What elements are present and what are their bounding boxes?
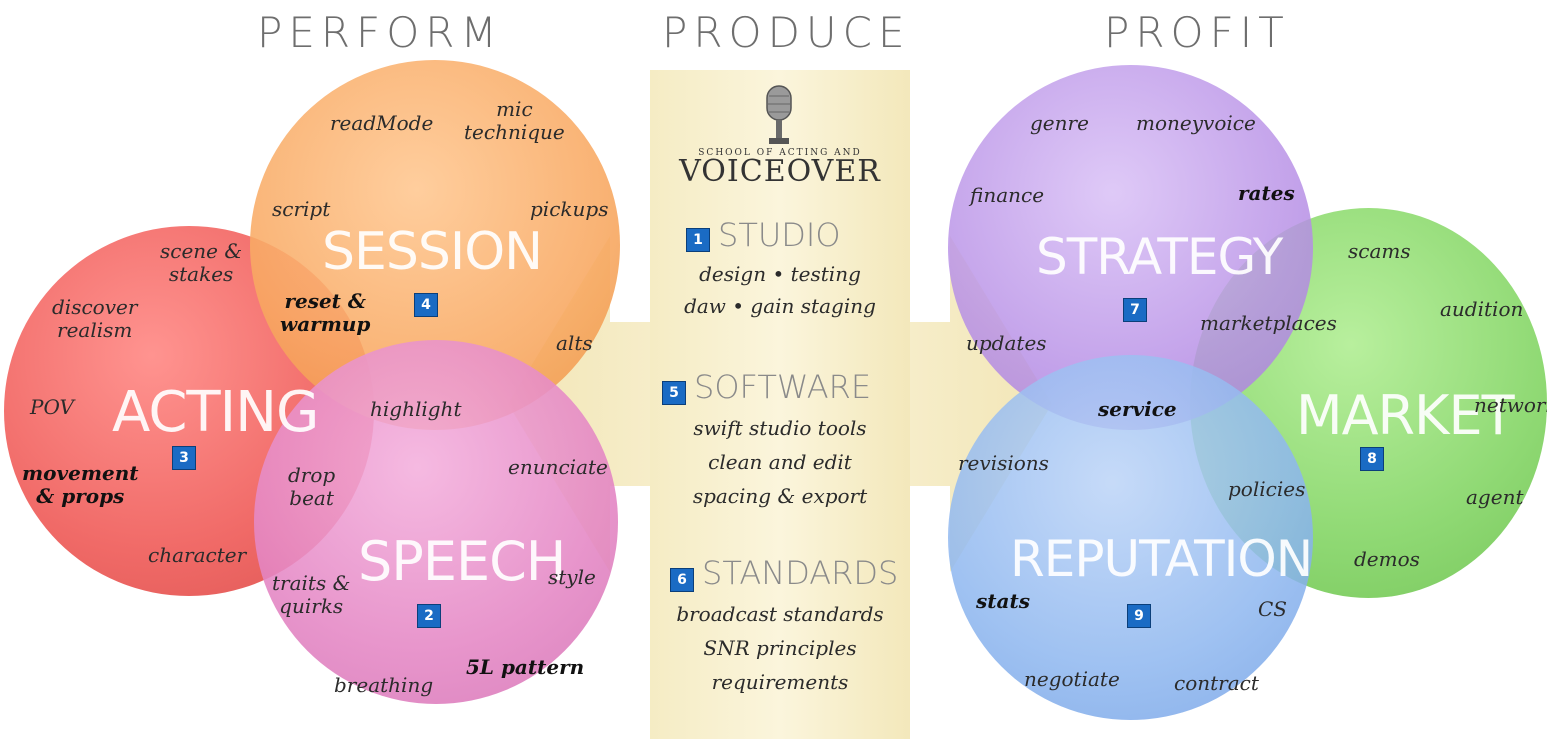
word-moneyvoice: moneyvoice — [1136, 111, 1256, 135]
badge-acting: 3 — [172, 446, 196, 470]
word-5l-pattern: 5L pattern — [466, 655, 585, 679]
word-script: script — [272, 197, 331, 221]
word-highlight: highlight — [370, 397, 462, 421]
word-pov: POV — [30, 395, 74, 419]
word-service: service — [1098, 397, 1177, 421]
badge-market: 8 — [1360, 447, 1384, 471]
header-produce: PRODUCE — [662, 8, 911, 57]
section-standards-line-3: requirements — [711, 670, 849, 694]
word-policies: policies — [1228, 477, 1306, 501]
word-pickups: pickups — [530, 197, 609, 221]
section-studio-line-2: daw • gain staging — [684, 294, 876, 318]
badge-session: 4 — [414, 293, 438, 317]
arrow-left — [508, 236, 650, 572]
badge-reputation: 9 — [1127, 604, 1151, 628]
word-alts: alts — [556, 331, 593, 355]
header-profit: PROFIT — [1104, 8, 1290, 57]
logo-subtitle: SCHOOL OF ACTING AND — [698, 148, 862, 158]
word-contract: contract — [1174, 671, 1259, 695]
word-discover-realism: discover realism — [52, 295, 138, 342]
title-acting: ACTING — [112, 380, 319, 445]
word-breathing: breathing — [334, 673, 434, 697]
produce-panel — [650, 70, 910, 739]
word-movement-props: movement & props — [22, 461, 139, 508]
word-reset-warmup: reset & warmup — [280, 289, 371, 336]
title-reputation: REPUTATION — [1010, 530, 1313, 588]
word-readmode: readMode — [330, 111, 434, 135]
section-standards-line-2: SNR principles — [703, 636, 857, 660]
word-demos: demos — [1354, 547, 1420, 571]
word-audition: audition — [1440, 297, 1524, 321]
word-style: style — [548, 565, 596, 589]
word-drop-beat: drop beat — [288, 463, 336, 510]
title-session: SESSION — [322, 222, 543, 282]
badge-standards: 6 — [670, 568, 694, 592]
word-character: character — [148, 543, 247, 567]
microphone-icon — [766, 85, 792, 144]
section-software-title: SOFTWARE — [694, 368, 872, 406]
badge-strategy: 7 — [1123, 298, 1147, 322]
word-stats: stats — [976, 589, 1030, 613]
section-standards-line-1: broadcast standards — [676, 602, 884, 626]
logo-title: VOICEOVER — [679, 154, 881, 189]
section-software-line-2: clean and edit — [708, 450, 852, 474]
word-agent: agent — [1466, 485, 1524, 509]
badge-speech: 2 — [417, 604, 441, 628]
word-enunciate: enunciate — [508, 455, 608, 479]
word-scams: scams — [1348, 239, 1411, 263]
section-studio-title: STUDIO — [718, 216, 841, 254]
circle-reputation — [948, 355, 1313, 720]
title-speech: SPEECH — [358, 530, 566, 593]
word-network: network — [1474, 393, 1547, 417]
section-software-line-1: swift studio tools — [693, 416, 867, 440]
word-cs: CS — [1258, 597, 1288, 621]
section-studio-line-1: design • testing — [699, 262, 861, 286]
header-perform: PERFORM — [257, 8, 503, 57]
word-updates: updates — [966, 331, 1047, 355]
title-market: MARKET — [1296, 384, 1515, 447]
word-rates: rates — [1238, 181, 1295, 205]
section-software-line-3: spacing & export — [692, 484, 868, 508]
word-negotiate: negotiate — [1024, 667, 1120, 691]
word-scene-stakes: scene & stakes — [160, 239, 243, 286]
word-mic-technique: mic technique — [464, 97, 565, 144]
badge-software: 5 — [662, 381, 686, 405]
word-revisions: revisions — [958, 451, 1049, 475]
word-genre: genre — [1030, 111, 1089, 135]
section-standards-title: STANDARDS — [702, 554, 899, 592]
word-traits-quirks: traits & quirks — [272, 571, 351, 618]
badge-studio: 1 — [686, 228, 710, 252]
circle-speech — [254, 340, 618, 704]
word-finance: finance — [970, 183, 1045, 207]
arrow-right — [910, 236, 1052, 572]
title-strategy: STRATEGY — [1036, 228, 1283, 286]
word-marketplaces: marketplaces — [1200, 311, 1337, 335]
